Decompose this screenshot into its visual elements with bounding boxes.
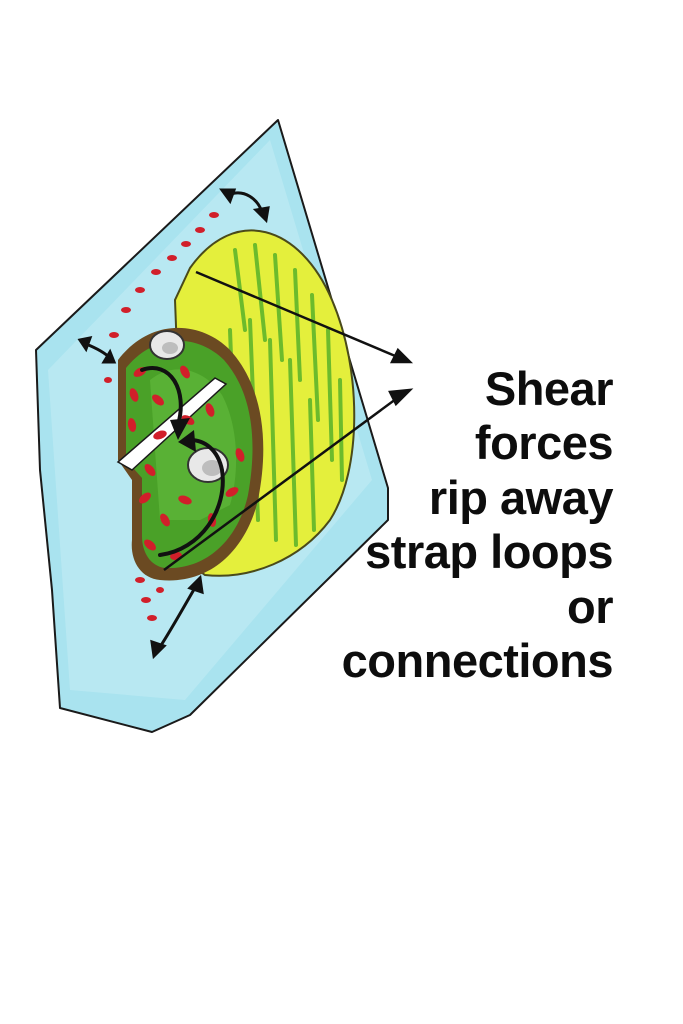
caption-line: rip away [428, 470, 614, 524]
rotation-arrow-icon [140, 366, 225, 557]
bolt-head-icon [149, 330, 185, 360]
pointer-lines [163, 270, 414, 572]
caption-line: forces [474, 416, 614, 470]
shear-arrow-icon [219, 188, 270, 224]
rotation-arrow-head [170, 418, 190, 440]
caption-line: connections [341, 633, 614, 687]
shear-arrow-icon [150, 574, 204, 660]
caption-line: strap loops [365, 525, 613, 579]
caption-line: Shear [484, 362, 614, 415]
rotation-arrow-head [178, 430, 196, 452]
caption-text: Shear forces rip away strap loops or con… [253, 362, 614, 688]
shear-arrow-icon [77, 336, 117, 364]
caption-line: or [567, 579, 614, 633]
